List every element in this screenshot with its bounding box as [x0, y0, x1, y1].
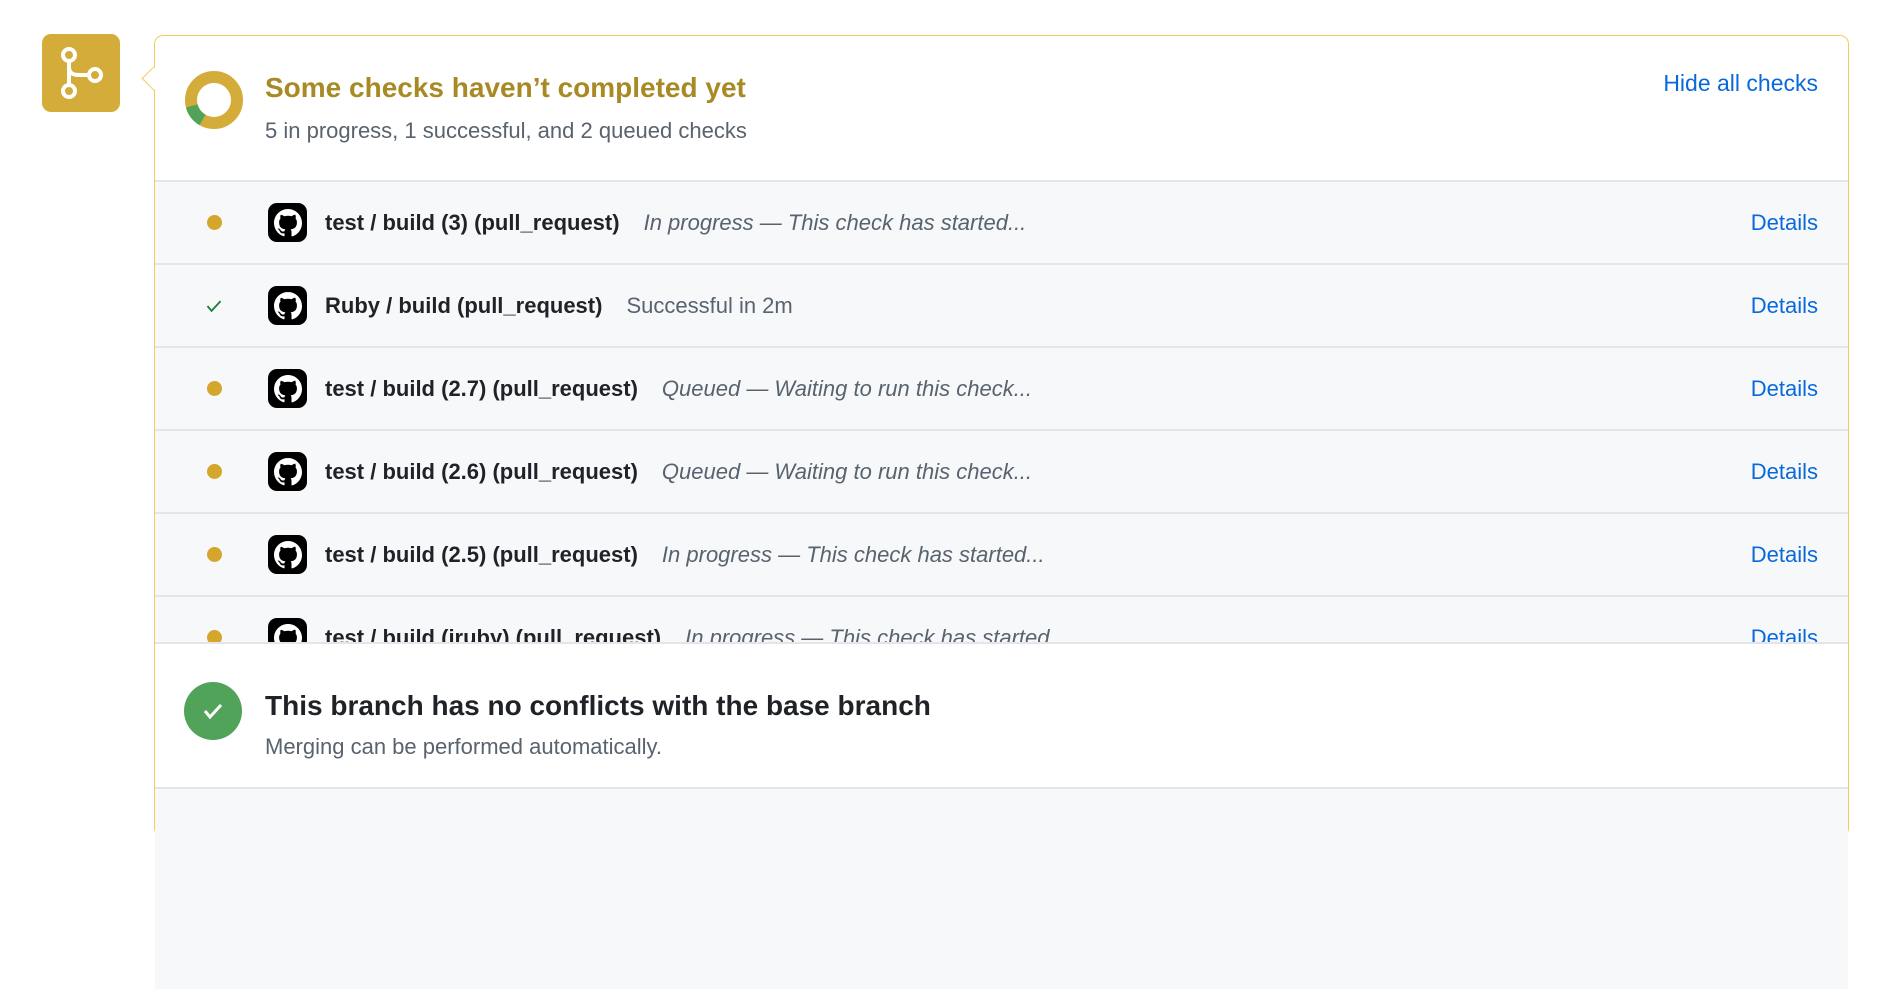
- check-circle-icon: [184, 682, 242, 740]
- pending-dot-icon: [205, 463, 223, 481]
- merge-status-box: Some checks haven’t completed yet 5 in p…: [141, 35, 1849, 989]
- checks-title: Some checks haven’t completed yet: [265, 72, 746, 103]
- check-row: test / build (2.7) (pull_request)Queued …: [155, 348, 1848, 431]
- pending-dot-icon: [205, 546, 223, 564]
- check-description: In progress — This check has started...: [685, 624, 1068, 644]
- hide-all-checks-link[interactable]: Hide all checks: [1663, 70, 1818, 96]
- details-link[interactable]: Details: [1750, 209, 1818, 235]
- pending-dot-icon: [205, 629, 223, 642]
- checks-donut-icon: [184, 71, 243, 129]
- pending-dot-icon: [205, 380, 223, 398]
- check-name: test / build (jruby) (pull_request)In pr…: [325, 624, 1068, 644]
- checks-header: Some checks haven’t completed yet 5 in p…: [155, 36, 1848, 182]
- github-actions-icon: [268, 535, 307, 574]
- check-description: Queued — Waiting to run this check...: [661, 458, 1033, 484]
- check-description: In progress — This check has started...: [643, 209, 1027, 235]
- checks-list[interactable]: test / build (3) (pull_request)In progre…: [155, 182, 1848, 644]
- check-name: test / build (2.5) (pull_request)In prog…: [325, 541, 1045, 567]
- success-check-icon: [205, 297, 223, 315]
- details-link[interactable]: Details: [1750, 292, 1818, 318]
- donut-pending-segment: [185, 71, 243, 129]
- pending-dot-icon: [205, 214, 223, 232]
- check-row: test / build (2.5) (pull_request)In prog…: [155, 514, 1848, 597]
- check-name: test / build (2.7) (pull_request)Queued …: [325, 375, 1033, 401]
- details-link[interactable]: Details: [1750, 541, 1818, 567]
- github-actions-icon: [268, 286, 307, 325]
- merge-subtitle: Merging can be performed automatically.: [265, 734, 663, 759]
- details-link[interactable]: Details: [1750, 458, 1818, 484]
- check-row: Ruby / build (pull_request)Successful in…: [155, 265, 1848, 348]
- check-name: test / build (3) (pull_request)In progre…: [325, 209, 1027, 235]
- merge-title: This branch has no conflicts with the ba…: [265, 690, 931, 721]
- check-row: test / build (jruby) (pull_request)In pr…: [155, 597, 1848, 644]
- checks-summary: 5 in progress, 1 successful, and 2 queue…: [265, 118, 747, 143]
- check-row: test / build (2.6) (pull_request)Queued …: [155, 431, 1848, 514]
- github-actions-icon: [268, 452, 307, 491]
- details-link[interactable]: Details: [1750, 375, 1818, 401]
- git-merge-icon: [42, 34, 120, 112]
- merge-footer: [155, 789, 1848, 989]
- merge-conflict-status: This branch has no conflicts with the ba…: [155, 644, 1848, 789]
- check-name: Ruby / build (pull_request)Successful in…: [325, 292, 793, 318]
- github-actions-icon: [268, 203, 307, 242]
- details-link[interactable]: Details: [1750, 624, 1818, 644]
- github-actions-icon: [268, 369, 307, 408]
- check-description: Queued — Waiting to run this check...: [661, 375, 1033, 401]
- check-description: In progress — This check has started...: [661, 541, 1045, 567]
- check-row: test / build (3) (pull_request)In progre…: [155, 182, 1848, 265]
- check-name: test / build (2.6) (pull_request)Queued …: [325, 458, 1033, 484]
- github-actions-icon: [268, 618, 307, 642]
- check-description: Successful in 2m: [626, 292, 793, 318]
